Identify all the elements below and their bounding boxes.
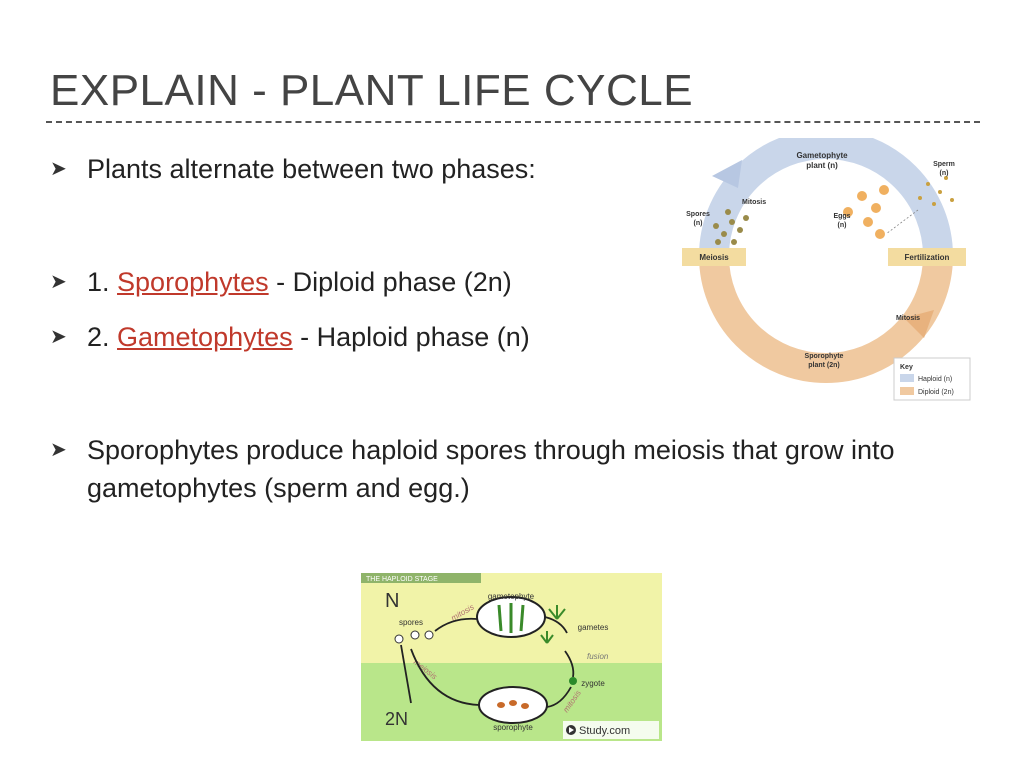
life-cycle-diagram: Gametophyte plant (n) Sperm (n) Mitosis … [672,129,974,402]
bullet-text: Plants alternate between two phases: [87,154,536,184]
bullet-meiosis: ➤ Sporophytes produce haploid spores thr… [50,431,930,507]
diploid-arc [699,255,953,383]
gametophyte-label: gametophyte [488,592,535,601]
gametophyte-label: Gametophyte [796,151,848,160]
zygote-label: zygote [581,679,605,688]
sperm-ploidy: (n) [940,170,949,177]
key-label: Key [900,364,913,371]
zygote-dot [569,677,577,685]
spores-ploidy: (n) [694,220,703,227]
meiosis-box [682,248,746,266]
gametophyte-ploidy: plant (n) [806,161,838,170]
spores-label: spores [399,618,423,627]
gametophytes-link[interactable]: Gametophytes [117,322,293,352]
arrow-bullet-icon: ➤ [50,326,67,348]
key-haploid-swatch [900,374,914,382]
meiosis-label: Meiosis [699,253,729,262]
eggs-label: Eggs [833,213,850,220]
fertilization-box [888,248,966,266]
n-label: N [385,590,399,612]
gametes-label: gametes [578,623,609,632]
key-haploid-label: Haploid (n) [918,376,952,383]
haploid-arc [699,129,953,257]
arrow-head-icon [904,310,934,338]
bullet-gametophytes: ➤ 2. Gametophytes - Haploid phase (n) [50,318,650,356]
mitosis-bottom-label: Mitosis [896,315,920,322]
sporophyte-seeds-icon [497,700,529,709]
banner-bar [361,573,481,583]
life-cycle-svg: Gametophyte plant (n) Sperm (n) Mitosis … [682,129,971,401]
arrow-bullet-icon: ➤ [50,271,67,293]
brand-box [563,721,659,739]
bullet-text: - Diploid phase (2n) [268,267,512,297]
sporophyte-label: Sporophyte [805,353,844,360]
sperm-label: Sperm [933,161,955,168]
slide-title: EXPLAIN - PLANT LIFE CYCLE [50,66,694,115]
bullet-text: Sporophytes produce haploid spores throu… [87,435,895,503]
gametophyte-plant-icon [497,603,525,633]
sporophyte-ploidy: plant (2n) [808,362,840,369]
egg-cells [843,185,889,239]
arrow-bullet-icon: ➤ [50,439,67,461]
bullet-number: 1. [87,267,118,297]
sporophyte-label: sporophyte [493,723,533,732]
haploid-stage-diagram: THE HAPLOID STAGE N 2N gametophyte sporo… [361,573,662,741]
mitosis-top-label: Mitosis [742,199,766,206]
brand-label: Study.com [579,725,630,737]
haploid-stage-svg: THE HAPLOID STAGE N 2N gametophyte sporo… [361,573,662,741]
spores-dots [713,209,749,245]
arrow-bullet-icon: ➤ [50,158,67,180]
bullet-number: 2. [87,322,118,352]
eggs-ploidy: (n) [838,222,847,229]
bullet-sporophytes: ➤ 1. Sporophytes - Diploid phase (2n) [50,263,650,301]
bullet-text: - Haploid phase (n) [292,322,530,352]
banner-label: THE HAPLOID STAGE [366,576,438,583]
spores-label: Spores [686,211,710,218]
cycle-arrows [400,616,575,708]
sporophytes-link[interactable]: Sporophytes [117,267,269,297]
spore-circles [394,630,434,644]
key-diploid-swatch [900,387,914,395]
fusion-label: fusion [587,652,609,661]
title-divider [46,121,980,123]
key-diploid-label: Diploid (2n) [918,389,954,396]
gamete-plant-icon [540,605,566,644]
two-n-label: 2N [385,709,408,729]
fertilization-label: Fertilization [905,253,950,262]
arrow-head-icon [712,160,742,188]
bullet-phases: ➤ Plants alternate between two phases: [50,150,650,188]
sperm-cells [918,176,954,206]
